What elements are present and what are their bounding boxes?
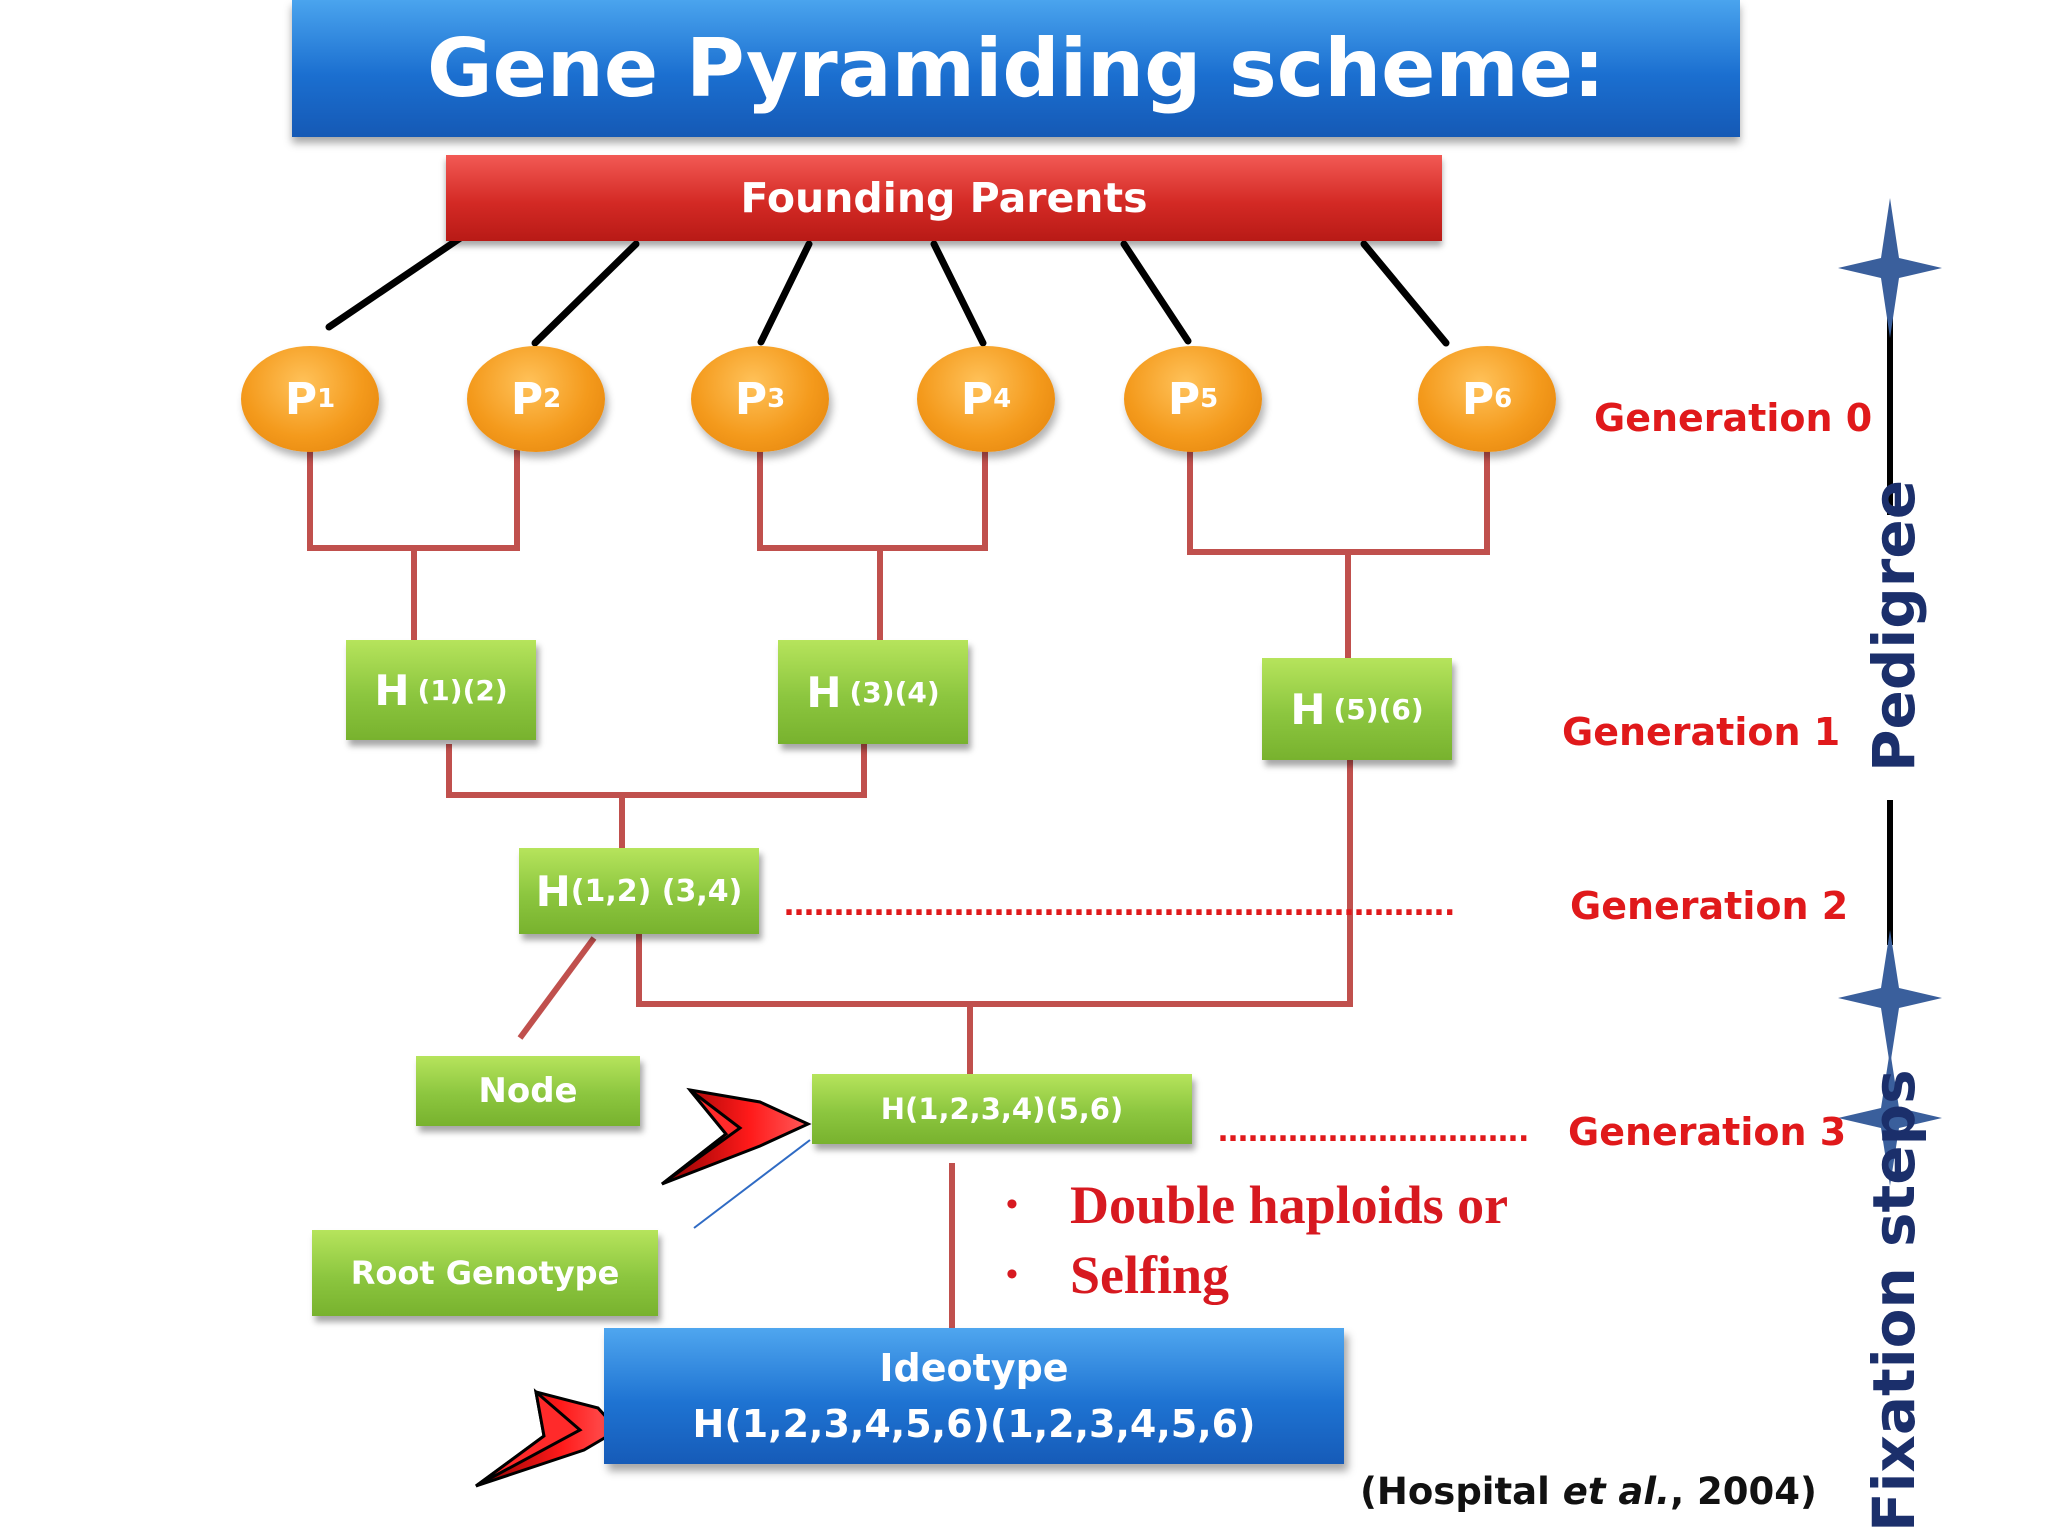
arrow-shape-back — [661, 1088, 743, 1186]
citation-etal: et al. — [1562, 1470, 1671, 1513]
star-icon — [1838, 930, 1942, 1066]
parent-index: 5 — [1200, 384, 1219, 414]
hybrid-h56: H(5)(6) — [1262, 658, 1452, 760]
hybrid-letter: H — [374, 665, 410, 715]
connector-p1-p2 — [307, 450, 520, 551]
citation-year: , 2004) — [1670, 1470, 1817, 1513]
parent-letter: P — [734, 373, 768, 425]
slide-title: Gene Pyramiding scheme: — [292, 0, 1740, 137]
legend-node: Node — [416, 1056, 640, 1126]
hybrid-subscript: (1,2) (3,4) — [570, 873, 743, 909]
timeline — [1838, 198, 1942, 1186]
fixation-steps-side-label: Fixation steps — [1860, 1069, 1928, 1532]
founding-parents-bar: Founding Parents — [446, 155, 1442, 241]
parent-letter: P — [1461, 373, 1495, 425]
fixation-item-selfing: • Selfing — [1006, 1240, 1508, 1310]
ideotype-genotype: H(1,2,3,4,5,6)(1,2,3,4,5,6) — [692, 1402, 1256, 1446]
connector-p3-p4 — [757, 450, 988, 551]
citation: (Hospital et al., 2004) — [1360, 1470, 1817, 1513]
founding-links — [325, 222, 1450, 347]
citation-author: (Hospital — [1360, 1470, 1563, 1513]
star-icon — [1838, 198, 1942, 338]
parent-index: 6 — [1494, 384, 1513, 414]
hybrid-h1234: H(1,2) (3,4) — [519, 848, 759, 934]
parent-letter: P — [284, 373, 318, 425]
star-icon — [1838, 1050, 1942, 1186]
generation-3-label: Generation 3 — [1568, 1110, 1847, 1154]
pedigree-connectors — [307, 450, 1490, 1330]
root-pointer-line — [693, 1139, 811, 1229]
fixation-item-text: Selfing — [1070, 1245, 1230, 1305]
hybrid-h12: H(1)(2) — [346, 640, 536, 740]
hybrid-subscript: (3)(4) — [849, 675, 940, 709]
fixation-methods-list: • Double haploids or • Selfing — [1006, 1170, 1508, 1310]
parent-letter: P — [510, 373, 544, 425]
hybrid-h123456: H(1,2,3,4)(5,6) — [812, 1074, 1192, 1144]
arrow-shape-back — [475, 1388, 583, 1488]
connector-h12-h34 — [446, 744, 867, 798]
generation-0-label: Generation 0 — [1594, 396, 1873, 440]
founding-link-p2 — [531, 240, 640, 347]
generation-1-label: Generation 1 — [1562, 710, 1841, 754]
parent-index: 1 — [317, 384, 336, 414]
parent-letter: P — [1167, 373, 1201, 425]
connector-node — [517, 936, 597, 1040]
ideotype-title: Ideotype — [879, 1346, 1069, 1390]
bullet: • — [1006, 1256, 1018, 1293]
generation-2-dots: …………………………………………………………. — [784, 888, 1456, 923]
founding-link-p1 — [325, 222, 482, 331]
founding-link-p3 — [757, 240, 813, 346]
hybrid-subscript: (5)(6) — [1333, 692, 1424, 726]
red-arrow-generation3 — [661, 1087, 812, 1186]
bullet: • — [1006, 1186, 1018, 1223]
hybrid-letter: H — [535, 866, 571, 916]
parent-index: 2 — [543, 384, 562, 414]
founding-link-p6 — [1360, 240, 1450, 347]
founding-link-p5 — [1120, 240, 1192, 345]
pedigree-side-label: Pedigree — [1860, 479, 1928, 772]
connector-h1234-h56 — [636, 760, 1353, 1007]
parent-index: 4 — [993, 384, 1012, 414]
hybrid-letter: H — [806, 667, 842, 717]
parent-index: 3 — [767, 384, 786, 414]
red-arrow-ideotype — [475, 1388, 621, 1488]
fixation-item-text: Double haploids or — [1070, 1175, 1509, 1235]
hybrid-subscript: (1)(2) — [417, 673, 508, 707]
hybrid-letter: H — [1290, 684, 1326, 734]
legend-root-genotype: Root Genotype — [312, 1230, 658, 1316]
ideotype-box: Ideotype H(1,2,3,4,5,6)(1,2,3,4,5,6) — [604, 1328, 1344, 1464]
generation-3-dots: …………………………. — [1218, 1114, 1530, 1149]
connector-p5-p6 — [1187, 450, 1490, 555]
parent-letter: P — [960, 373, 994, 425]
founding-link-p4 — [930, 240, 987, 347]
hybrid-h34: H(3)(4) — [778, 640, 968, 744]
fixation-item-double-haploids: • Double haploids or — [1006, 1170, 1508, 1240]
generation-2-label: Generation 2 — [1570, 884, 1849, 928]
